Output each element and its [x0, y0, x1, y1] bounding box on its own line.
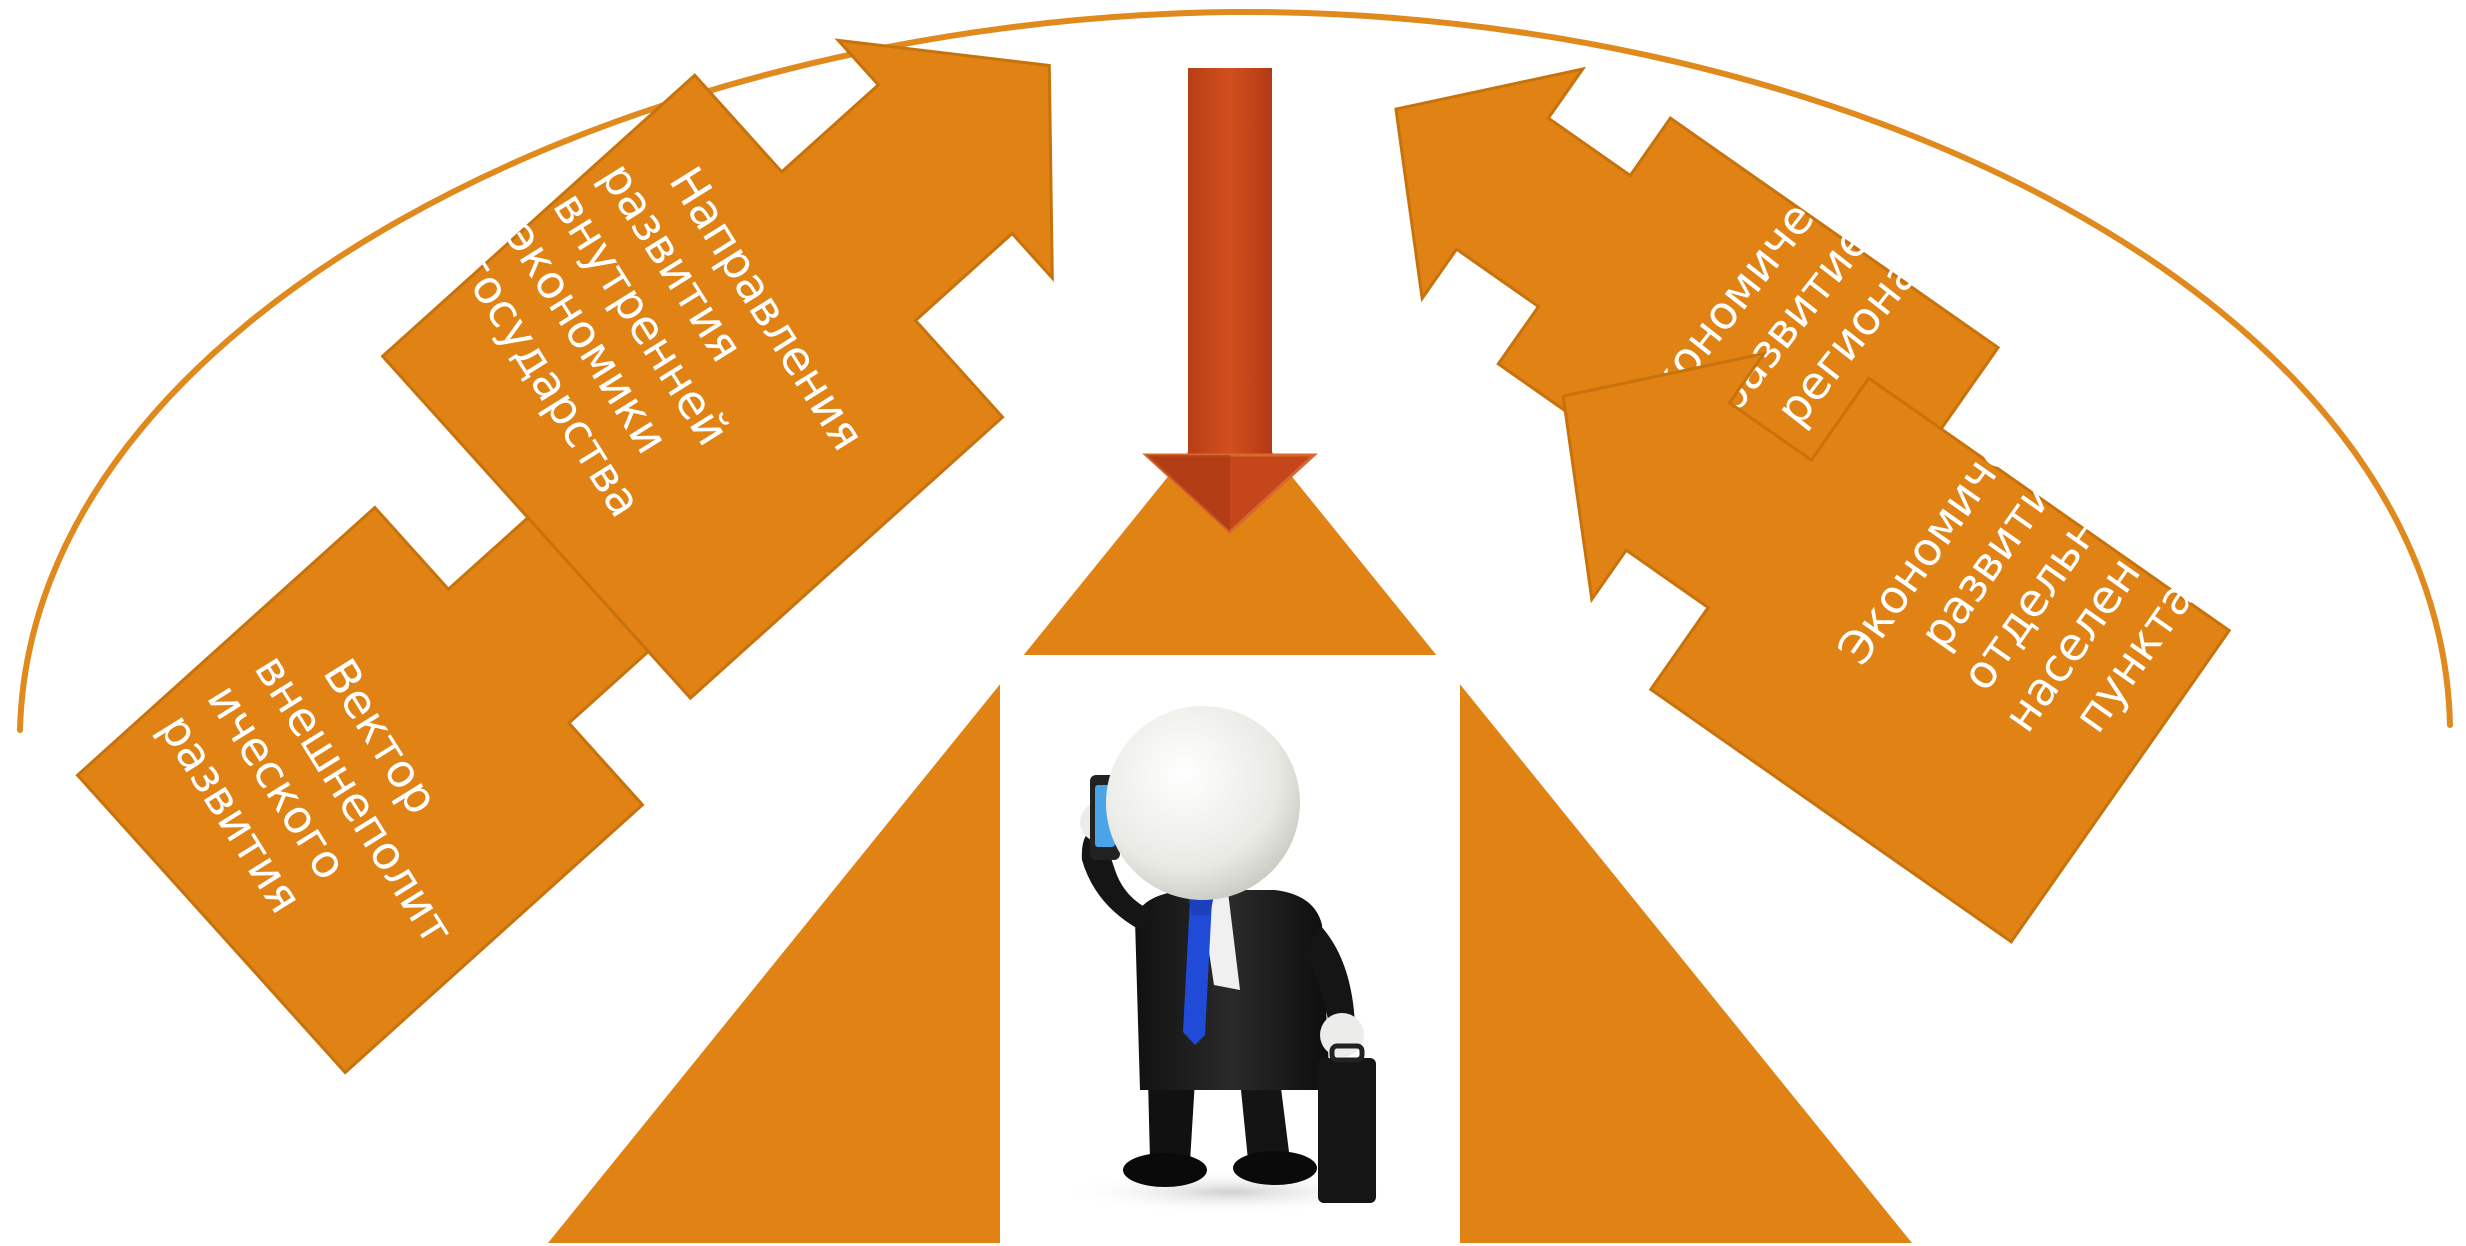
- enclosing-arc: [17, 8, 2453, 733]
- callout-directions: [380, 38, 1054, 701]
- top-down-arrow: [1142, 68, 1318, 535]
- callout-settlement: [1561, 351, 2232, 944]
- businessman-on-phone-icon: [1060, 706, 1400, 1214]
